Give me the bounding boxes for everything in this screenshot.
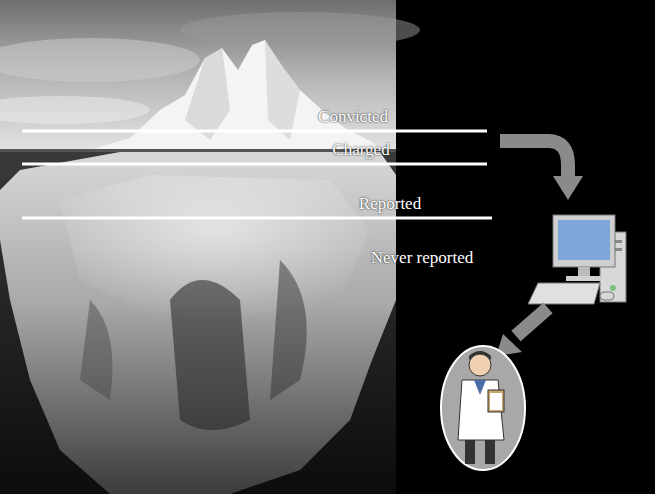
tier-label: Charged bbox=[332, 140, 389, 160]
tier-line bbox=[22, 217, 492, 220]
tier-line bbox=[22, 130, 487, 133]
tier-label: Reported bbox=[359, 194, 421, 214]
computer-icon bbox=[528, 215, 626, 304]
tier-label: Convicted bbox=[318, 107, 388, 127]
flow-arrow bbox=[500, 141, 568, 178]
arrow-head bbox=[553, 176, 583, 200]
doctor-figure bbox=[441, 346, 525, 470]
tier-line bbox=[22, 163, 487, 166]
tier-label: Never reported bbox=[371, 248, 473, 268]
flow-arrow bbox=[516, 308, 548, 336]
